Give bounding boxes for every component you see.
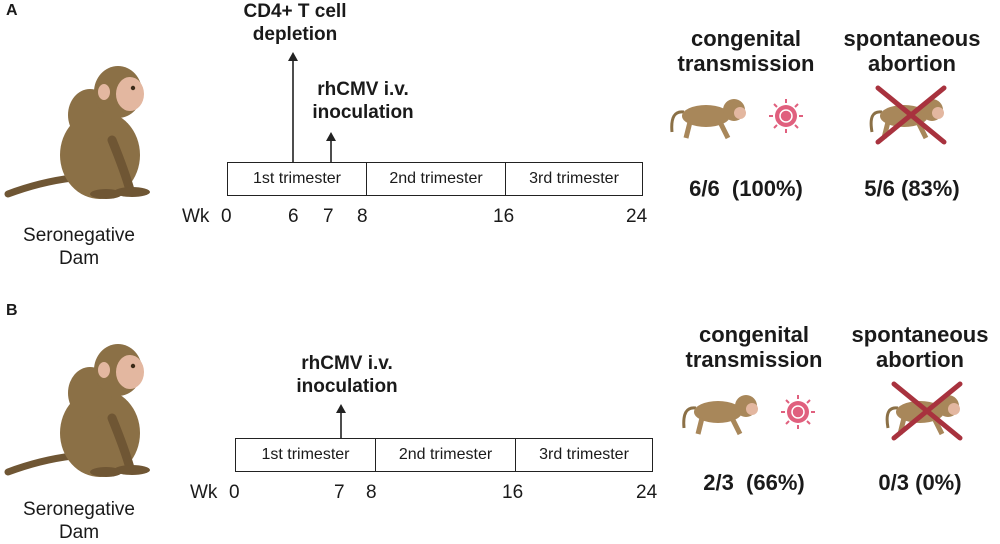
outcome-value-abortion: 5/6 (83%)	[864, 176, 960, 201]
week-tick: 0	[229, 482, 240, 503]
panel-b: B Seronegative Dam rhCMV i.v. inoculatio…	[0, 270, 1000, 543]
adult-monkey-icon	[4, 344, 150, 477]
infant-monkey-with-virus-icon	[682, 395, 815, 436]
week-tick: 8	[357, 206, 368, 227]
panel-letter: B	[6, 302, 18, 319]
outcome-value-congenital: 6/6 (100%)	[689, 176, 803, 201]
week-tick: 8	[366, 482, 377, 503]
outcome-value-abortion: 0/3 (0%)	[878, 470, 962, 495]
outcome-title-congenital: congenital transmission	[677, 26, 815, 76]
week-prefix: Wk	[190, 482, 218, 503]
event-label-rhcmv-inoculation: rhCMV i.v. inoculation	[296, 353, 398, 397]
week-tick: 24	[626, 206, 648, 227]
outcome-title-abortion: spontaneous abortion	[843, 26, 981, 76]
crossed-out-infant-monkey-icon	[869, 85, 947, 145]
infant-monkey-with-virus-icon	[670, 99, 803, 140]
inoculation-arrow	[336, 404, 346, 438]
event-label-rhcmv-inoculation: rhCMV i.v. inoculation	[312, 79, 414, 123]
inoculation-arrow	[326, 132, 336, 162]
week-tick: 7	[334, 482, 345, 503]
panel-letter: A	[6, 2, 18, 19]
cd4-depletion-arrow	[288, 52, 298, 162]
week-tick: 16	[502, 482, 524, 503]
week-tick: 24	[636, 482, 658, 503]
week-prefix: Wk	[182, 206, 210, 227]
week-tick: 7	[323, 206, 334, 227]
trimester-timeline: 1st trimester 2nd trimester 3rd trimeste…	[227, 162, 643, 196]
week-tick: 0	[221, 206, 232, 227]
dam-label: Seronegative Dam	[23, 225, 135, 269]
trimester-1: 1st trimester	[236, 439, 376, 471]
trimester-3: 3rd trimester	[539, 446, 629, 463]
trimester-2: 2nd trimester	[367, 163, 506, 195]
event-label-cd4-depletion: CD4+ T cell depletion	[243, 1, 347, 45]
panel-a: A Seronegative Dam CD4+ T cell depletion…	[0, 0, 1000, 270]
outcome-value-congenital: 2/3 (66%)	[703, 470, 805, 495]
dam-label: Seronegative Dam	[23, 499, 135, 543]
adult-monkey-icon	[4, 66, 150, 199]
trimester-timeline: 1st trimester 2nd trimester 3rd trimeste…	[235, 438, 653, 472]
trimester-2: 2nd trimester	[376, 439, 516, 471]
trimester-3: 3rd trimester	[529, 170, 619, 187]
crossed-out-infant-monkey-icon	[885, 381, 963, 441]
week-tick: 16	[493, 206, 515, 227]
outcome-title-abortion: spontaneous abortion	[851, 322, 989, 372]
outcome-title-congenital: congenital transmission	[685, 322, 823, 372]
week-tick: 6	[288, 206, 299, 227]
trimester-1: 1st trimester	[228, 163, 367, 195]
